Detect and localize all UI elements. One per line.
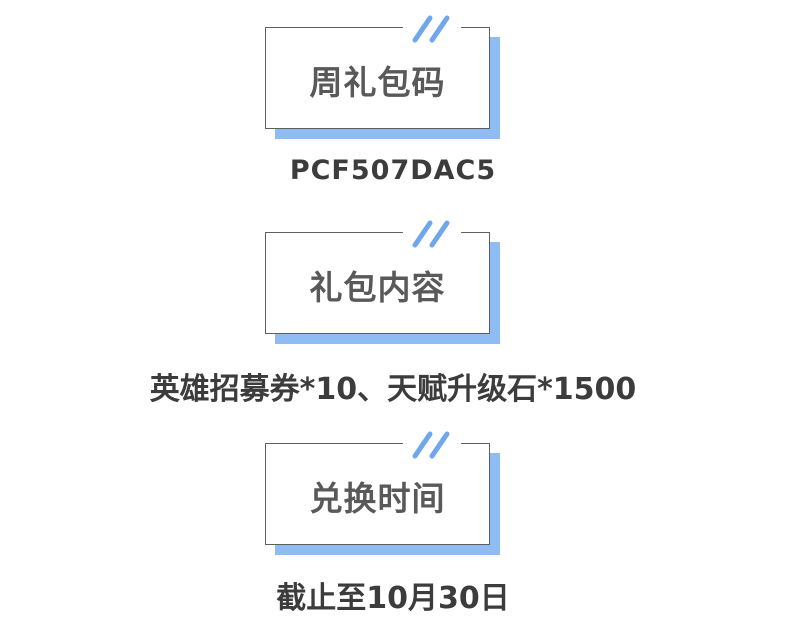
double-slash-icon — [403, 426, 461, 462]
redeem-time-value: 截止至10月30日 — [276, 581, 510, 616]
section-gift-content: 礼包内容 — [265, 215, 500, 344]
box-frame: 兑换时间 — [265, 443, 490, 545]
section-gift-code: 周礼包码 — [265, 10, 500, 139]
double-slash-icon — [403, 215, 461, 251]
double-slash-icon — [403, 10, 461, 46]
gift-code-value: PCF507DAC5 — [289, 155, 497, 186]
section-title: 礼包内容 — [309, 268, 446, 307]
section-title: 周礼包码 — [309, 63, 446, 102]
section-title: 兑换时间 — [309, 479, 446, 518]
gift-content-value: 英雄招募券*10、天赋升级石*1500 — [149, 372, 637, 407]
section-redeem-time: 兑换时间 — [265, 426, 500, 555]
